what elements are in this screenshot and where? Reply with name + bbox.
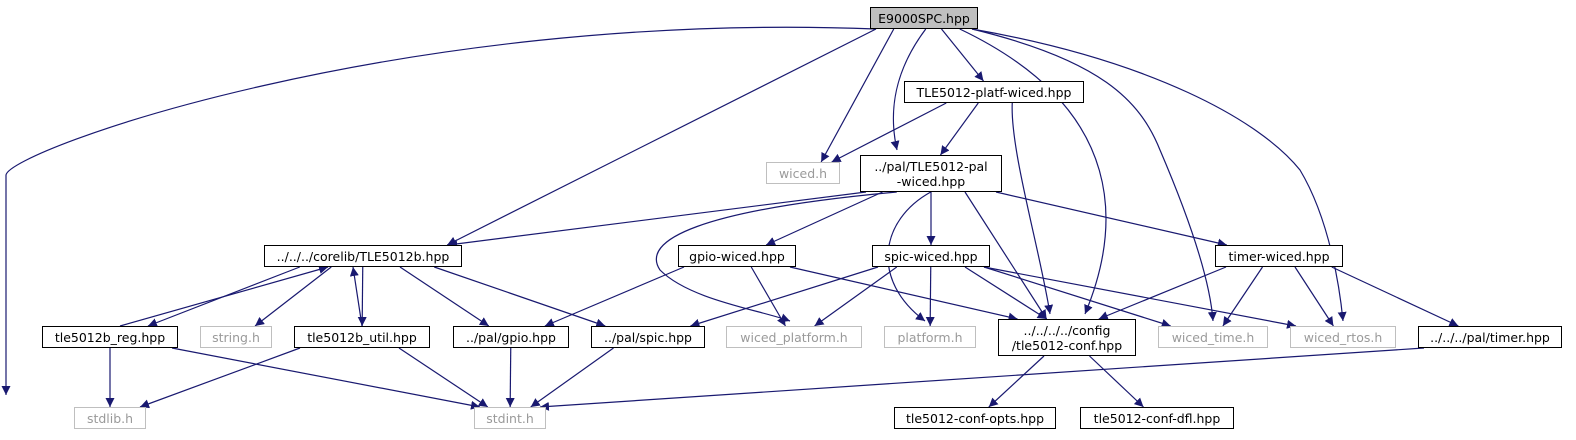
- edge-e9000spc-to-stdlib-h: [1, 26, 877, 395]
- edge-spic-wiced-to-config-tle5012-conf: [964, 266, 1047, 320]
- edge-tle5012-platf-wiced-to-wiced-h: [831, 102, 947, 163]
- node-tle5012-conf-opts-hpp[interactable]: tle5012-conf-opts.hpp: [894, 407, 1056, 429]
- edge-gpio-wiced-to-config-tle5012-conf: [789, 266, 1018, 322]
- edge-tle5012-platf-wiced-to-pal-tle5012-pal-wiced: [939, 102, 979, 156]
- edge-spic-wiced-to-wiced-platform-h: [814, 266, 898, 327]
- node-tle5012b-util-hpp[interactable]: tle5012b_util.hpp: [294, 326, 430, 348]
- edge-config-tle5012-conf-to-tle5012-conf-opts: [988, 355, 1045, 408]
- edge-timer-wiced-to-pal-timer: [1331, 266, 1459, 327]
- node-tle5012-platf-wiced-hpp[interactable]: TLE5012-platf-wiced.hpp: [904, 81, 1084, 103]
- edge-pal-tle5012-pal-wiced-to-config-tle5012-conf: [964, 191, 1048, 320]
- node-pal-timer-hpp[interactable]: ../../../pal/timer.hpp: [1418, 326, 1562, 348]
- edge-spic-wiced-to-platform-h: [925, 266, 935, 327]
- edge-pal-tle5012-pal-wiced-to-corelib-tle5012b: [448, 191, 867, 249]
- node-timer-wiced-hpp[interactable]: timer-wiced.hpp: [1215, 245, 1343, 267]
- edge-pal-spic-to-stdint-h: [530, 347, 614, 408]
- node-gpio-wiced-hpp[interactable]: gpio-wiced.hpp: [678, 245, 796, 267]
- node-pal-spic-hpp[interactable]: ../pal/spic.hpp: [591, 326, 705, 348]
- node-wiced-rtos-h: wiced_rtos.h: [1290, 326, 1396, 348]
- node-tle5012-conf-dfl-hpp[interactable]: tle5012-conf-dfl.hpp: [1080, 407, 1234, 429]
- edge-e9000spc-to-tle5012-platf-wiced: [941, 28, 984, 82]
- edge-timer-wiced-to-config-tle5012-conf: [1098, 266, 1227, 320]
- node-wiced-h: wiced.h: [766, 162, 840, 184]
- edge-gpio-wiced-to-pal-gpio: [544, 266, 685, 327]
- node-e9000spc-hpp: E9000SPC.hpp: [870, 7, 978, 29]
- edge-e9000spc-to-corelib-tle5012b: [446, 28, 877, 246]
- node-pal-tle5012-pal-wiced-hpp[interactable]: ../pal/TLE5012-pal -wiced.hpp: [860, 155, 1002, 192]
- edge-tle5012b-reg-to-stdint-h: [171, 347, 481, 410]
- edge-corelib-tle5012b-to-string-h: [254, 266, 332, 327]
- node-corelib-tle5012b-hpp[interactable]: ../../../corelib/TLE5012b.hpp: [264, 245, 462, 267]
- edge-spic-wiced-to-pal-spic: [690, 266, 879, 328]
- edge-e9000spc-to-wiced-rtos-h: [971, 28, 1347, 322]
- node-stdlib-h: stdlib.h: [74, 407, 146, 429]
- edge-pal-timer-to-stdint-h: [539, 347, 1425, 411]
- edge-corelib-tle5012b-to-pal-spic: [434, 266, 606, 328]
- node-wiced-time-h: wiced_time.h: [1158, 326, 1268, 348]
- node-stdint-h: stdint.h: [474, 407, 546, 429]
- edge-gpio-wiced-to-wiced-platform-h: [750, 266, 786, 327]
- node-wiced-platform-h: wiced_platform.h: [726, 326, 862, 348]
- edge-tle5012b-util-to-stdlib-h: [139, 347, 301, 409]
- edge-tle5012b-reg-to-corelib-tle5012b: [119, 265, 329, 327]
- edge-e9000spc-to-pal-tle5012-pal-wiced: [890, 28, 927, 151]
- node-platform-h: platform.h: [884, 326, 976, 348]
- edge-corelib-tle5012b-to-tle5012b-util: [357, 266, 367, 327]
- node-pal-gpio-hpp[interactable]: ../pal/gpio.hpp: [453, 326, 569, 348]
- edge-e9000spc-to-wiced-time-h: [971, 28, 1217, 322]
- edge-timer-wiced-to-wiced-time-h: [1222, 266, 1263, 327]
- edge-tle5012-platf-wiced-to-config-tle5012-conf: [1011, 102, 1054, 315]
- node-tle5012b-reg-hpp[interactable]: tle5012b_reg.hpp: [42, 326, 178, 348]
- node-spic-wiced-hpp[interactable]: spic-wiced.hpp: [872, 245, 990, 267]
- edge-pal-tle5012-pal-wiced-to-wiced-platform-h: [655, 191, 897, 323]
- node-string-h: string.h: [200, 326, 272, 348]
- edge-e9000spc-to-config-tle5012-conf: [959, 28, 1107, 315]
- edge-pal-tle5012-pal-wiced-to-gpio-wiced: [765, 191, 883, 246]
- edge-pal-tle5012-pal-wiced-to-timer-wiced: [995, 191, 1227, 248]
- edge-corelib-tle5012b-to-pal-gpio: [399, 266, 490, 327]
- edge-config-tle5012-conf-to-tle5012-conf-dfl: [1089, 355, 1144, 408]
- edge-tle5012b-util-to-corelib-tle5012b: [349, 266, 363, 327]
- edge-spic-wiced-to-wiced-rtos-h: [983, 266, 1297, 329]
- edge-pal-gpio-to-stdint-h: [505, 347, 515, 408]
- edge-spic-wiced-to-wiced-time-h: [983, 266, 1171, 328]
- edge-timer-wiced-to-wiced-rtos-h: [1294, 266, 1334, 327]
- edge-tle5012b-util-to-stdint-h: [398, 347, 489, 408]
- edge-e9000spc-to-wiced-h: [820, 28, 895, 163]
- node-config-tle5012-conf-hpp[interactable]: ../../../../config /tle5012-conf.hpp: [998, 319, 1136, 356]
